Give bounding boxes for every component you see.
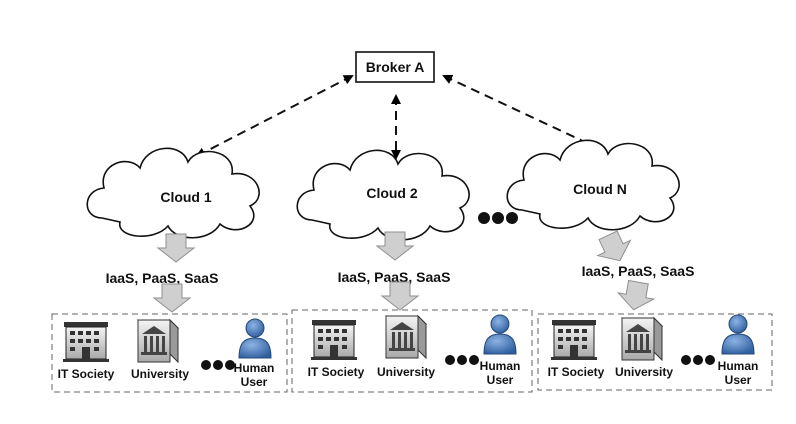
broker-box [355, 51, 435, 83]
service-arrow-2b [381, 281, 419, 311]
service-arrow-nb [615, 278, 657, 314]
cloud-2-label: Cloud 2 [366, 185, 418, 201]
person-icon [483, 314, 517, 355]
university-icon [621, 317, 663, 361]
building-icon [310, 319, 358, 361]
cloud-1-column: Cloud 1 IaaS, PaaS, SaaS IT Society Univ… [51, 147, 288, 393]
cloud-n-column: Cloud N IaaS, PaaS, SaaS IT Society Univ… [506, 139, 773, 391]
consumer-group-2 [291, 309, 533, 393]
consumer-univ-label: University [131, 367, 189, 381]
consumer-human-line1: Human [480, 359, 521, 373]
consumer-org-label: IT Society [58, 367, 115, 381]
cloud-2-column: Cloud 2 IaaS, PaaS, SaaS IT Society Univ… [291, 149, 533, 393]
consumer-group-n [537, 313, 773, 391]
broker-label: Broker A [366, 59, 425, 75]
university-icon [385, 315, 427, 359]
consumer-univ-label: University [377, 365, 435, 379]
university-icon [137, 319, 179, 363]
ellipsis-icon [445, 355, 479, 365]
ellipsis-icon [478, 212, 518, 224]
person-icon [721, 314, 755, 355]
consumer-human-line2: User [241, 375, 268, 389]
consumer-univ-label: University [615, 365, 673, 379]
broker-node: Broker A [355, 51, 435, 83]
cloud-2-services: IaaS, PaaS, SaaS [338, 269, 451, 285]
person-icon [238, 318, 272, 359]
service-arrow-1b [153, 283, 191, 313]
ellipsis-icon [201, 360, 235, 370]
cloud-1-services: IaaS, PaaS, SaaS [106, 270, 219, 286]
consumer-human-line2: User [487, 373, 514, 387]
building-icon [550, 319, 598, 361]
consumer-human-line1: Human [234, 361, 275, 375]
link-broker-cloud-1 [195, 75, 354, 157]
consumer-human-line1: Human [718, 359, 759, 373]
cloud-n-services: IaaS, PaaS, SaaS [582, 263, 695, 279]
link-broker-cloud-n [442, 74, 604, 152]
consumer-human-line2: User [725, 373, 752, 387]
consumer-org-label: IT Society [308, 365, 365, 379]
ellipsis-icon [681, 355, 715, 365]
cloud-n-label: Cloud N [573, 181, 627, 197]
cloud-1-label: Cloud 1 [160, 189, 212, 205]
consumer-org-label: IT Society [548, 365, 605, 379]
consumer-group-1 [51, 313, 288, 393]
building-icon [62, 321, 110, 363]
